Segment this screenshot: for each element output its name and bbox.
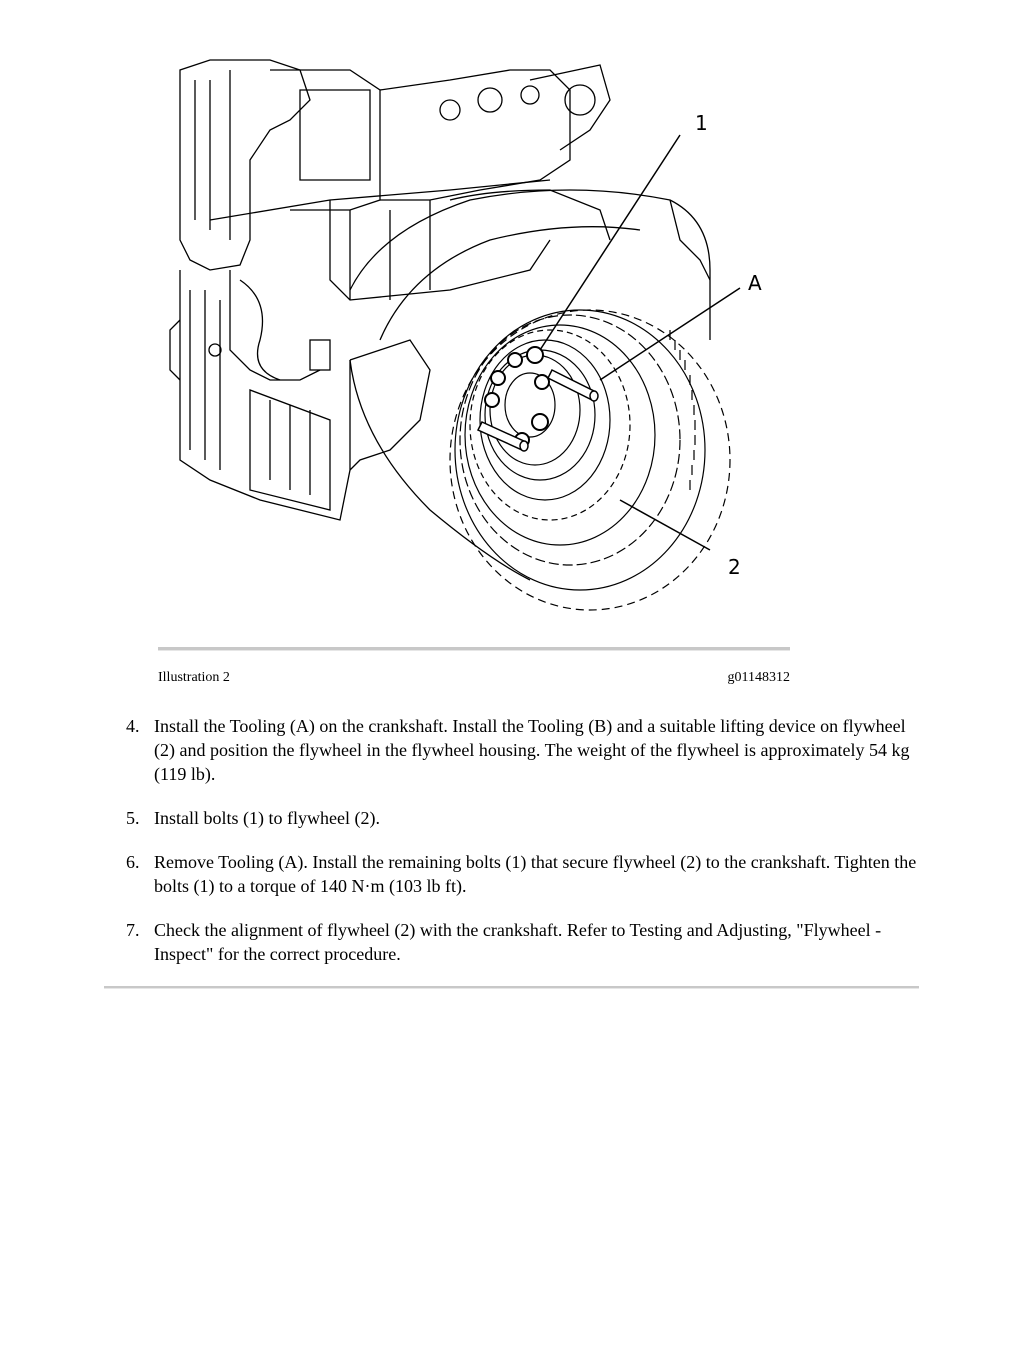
flywheel-rings: [449, 309, 731, 611]
step-6: 6. Remove Tooling (A). Install the remai…: [120, 850, 920, 898]
illustration-caption: Illustration 2: [158, 670, 230, 685]
step-4: 4. Install the Tooling (A) on the cranks…: [120, 714, 920, 786]
callout-a-label: A: [748, 271, 762, 295]
tooling-studs: [476, 368, 599, 452]
step-text: Install bolts (1) to flywheel (2).: [154, 808, 380, 828]
section-divider: [104, 986, 919, 989]
callout-leaders: [539, 134, 741, 551]
step-number: 5.: [126, 808, 140, 828]
figure-divider: [158, 647, 790, 651]
flywheel-illustration: 1 A 2: [150, 40, 790, 640]
engine-block-outline: [169, 59, 711, 581]
callout-1-label: 1: [695, 111, 708, 135]
step-5: 5. Install bolts (1) to flywheel (2).: [120, 806, 920, 830]
step-7: 7. Check the alignment of flywheel (2) w…: [120, 918, 920, 966]
engine-flywheel-drawing: 1 A 2: [169, 59, 762, 611]
step-number: 7.: [126, 920, 140, 940]
callout-2-label: 2: [728, 555, 741, 579]
graphic-id: g01148312: [727, 670, 790, 685]
step-text: Remove Tooling (A). Install the remainin…: [154, 852, 917, 896]
step-text: Install the Tooling (A) on the crankshaf…: [154, 716, 910, 784]
step-number: 4.: [126, 716, 140, 736]
procedure-steps: 4. Install the Tooling (A) on the cranks…: [120, 714, 920, 986]
step-text: Check the alignment of flywheel (2) with…: [154, 920, 882, 964]
flywheel-bolts: [484, 346, 550, 448]
step-number: 6.: [126, 852, 140, 872]
